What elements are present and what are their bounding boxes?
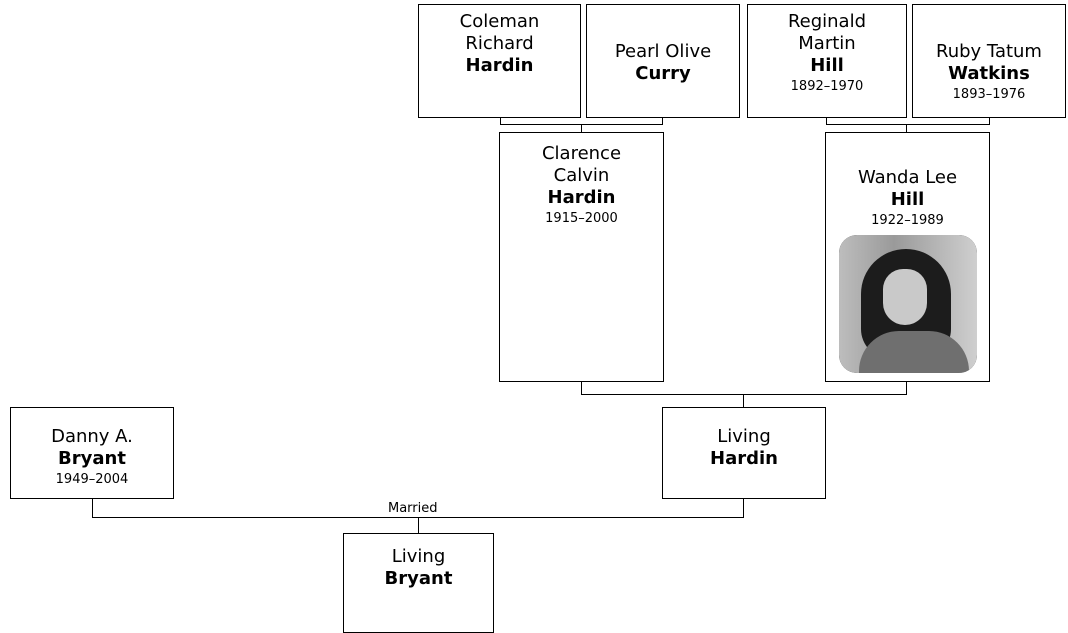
given-name: Coleman Richard <box>459 11 540 54</box>
person-box-wanda-hill[interactable]: Wanda Lee Hill 1922–1989 <box>825 132 990 382</box>
given-name: Reginald Martin <box>787 11 867 54</box>
person-box-coleman-hardin[interactable]: Coleman Richard Hardin <box>418 4 581 118</box>
connector-line <box>826 124 990 125</box>
person-box-ruby-watkins[interactable]: Ruby Tatum Watkins 1893–1976 <box>912 4 1066 118</box>
connector-line <box>92 498 93 518</box>
surname: Watkins <box>948 63 1030 84</box>
connector-line <box>581 394 907 395</box>
connector-line <box>581 381 582 394</box>
given-name: Ruby Tatum <box>936 41 1042 62</box>
person-box-clarence-hardin[interactable]: Clarence Calvin Hardin 1915–2000 <box>499 132 664 382</box>
life-dates: 1949–2004 <box>55 472 129 487</box>
surname: Hill <box>890 189 925 210</box>
portrait-photo <box>838 235 977 373</box>
given-name: Clarence Calvin <box>541 143 622 186</box>
person-box-living-hardin[interactable]: Living Hardin <box>662 407 826 499</box>
surname: Bryant <box>58 448 126 469</box>
surname: Bryant <box>384 568 453 589</box>
given-name: Pearl Olive <box>614 41 712 62</box>
surname: Hill <box>810 55 844 76</box>
given-name: Living <box>391 546 446 567</box>
surname: Curry <box>635 63 691 84</box>
connector-line <box>662 117 663 125</box>
surname: Hardin <box>547 187 616 208</box>
given-name: Danny A. <box>51 426 133 447</box>
life-dates: 1893–1976 <box>952 87 1026 102</box>
given-name: Living <box>717 426 771 447</box>
given-name: Wanda Lee <box>857 167 958 188</box>
connector-line <box>826 117 827 125</box>
connector-line <box>906 381 907 394</box>
connector-line <box>743 394 744 408</box>
married-label: Married <box>388 501 438 516</box>
surname: Hardin <box>465 55 534 76</box>
person-box-reginald-hill[interactable]: Reginald Martin Hill 1892–1970 <box>747 4 907 118</box>
connector-line <box>743 498 744 518</box>
person-box-danny-bryant[interactable]: Danny A. Bryant 1949–2004 <box>10 407 174 499</box>
life-dates: 1892–1970 <box>790 79 864 94</box>
life-dates: 1915–2000 <box>545 211 618 226</box>
connector-line <box>500 117 501 125</box>
person-box-living-bryant[interactable]: Living Bryant <box>343 533 494 633</box>
connector-line <box>418 517 419 533</box>
connector-line <box>906 124 907 133</box>
connector-line <box>581 124 582 133</box>
connector-line <box>989 117 990 125</box>
life-dates: 1922–1989 <box>871 213 944 228</box>
surname: Hardin <box>710 448 778 469</box>
person-box-pearl-curry[interactable]: Pearl Olive Curry <box>586 4 740 118</box>
